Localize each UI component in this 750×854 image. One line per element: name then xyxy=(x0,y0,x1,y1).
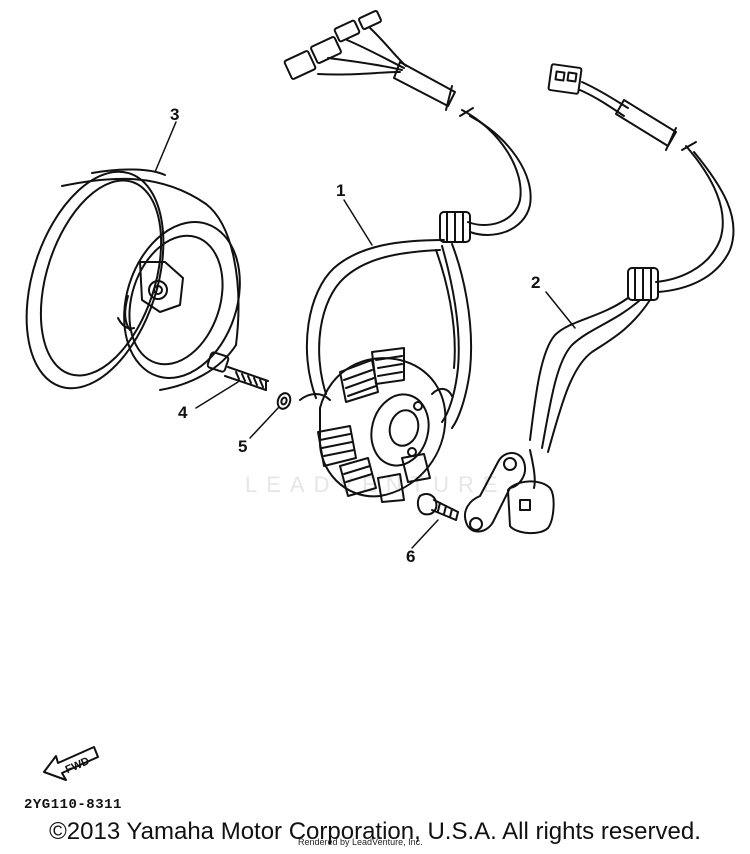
watermark: LEADVENTURE xyxy=(245,472,507,497)
callout-1: 1 xyxy=(336,181,345,200)
pickup-coil xyxy=(464,63,735,534)
screw xyxy=(416,493,459,521)
diagram-part-number: 2YG110-8311 xyxy=(24,797,122,813)
callout-2: 2 xyxy=(531,273,540,292)
flywheel-rotor xyxy=(25,168,241,391)
stator-assembly xyxy=(283,9,532,503)
washer xyxy=(276,392,292,410)
callout-5: 5 xyxy=(238,437,247,456)
rendered-by-note: Rendered by LeadVenture, Inc. xyxy=(298,837,423,847)
fwd-arrow-icon xyxy=(43,746,99,781)
bolt xyxy=(206,351,269,391)
copyright-notice: ©2013 Yamaha Motor Corporation, U.S.A. A… xyxy=(49,818,701,845)
callout-6: 6 xyxy=(406,547,415,566)
callout-4: 4 xyxy=(178,403,188,422)
leader-lines xyxy=(154,121,576,549)
callout-3: 3 xyxy=(170,105,179,124)
